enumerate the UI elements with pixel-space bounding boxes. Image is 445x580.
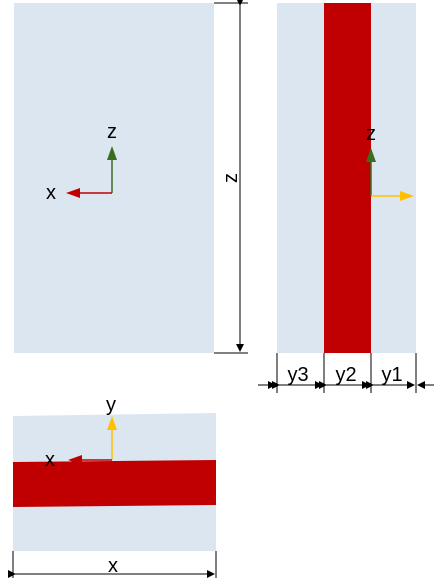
front-z-axis-arrowhead bbox=[107, 146, 117, 160]
front-x-axis-arrowhead bbox=[66, 188, 80, 198]
side-dim-label-y1: y1 bbox=[381, 364, 402, 386]
side-dim-label-y2: y2 bbox=[335, 364, 356, 386]
top-y-axis-arrowhead bbox=[107, 416, 117, 430]
front-view-panel bbox=[14, 3, 214, 353]
front-view: z x z bbox=[14, 0, 248, 354]
top-view: y x x bbox=[8, 394, 217, 578]
height-dim-label: z bbox=[220, 173, 242, 183]
top-x-axis-arrowhead bbox=[68, 455, 82, 465]
side-view: z y3 y2 y1 bbox=[258, 3, 434, 393]
side-dim-label-y3: y3 bbox=[287, 364, 308, 386]
width-dim-label: x bbox=[108, 555, 118, 577]
front-x-axis-label: x bbox=[46, 182, 56, 204]
front-z-axis-label: z bbox=[107, 121, 117, 143]
top-view-band bbox=[13, 460, 216, 507]
side-z-axis-label: z bbox=[366, 123, 376, 145]
side-y-axis-arrowhead bbox=[400, 191, 414, 201]
side-view-band bbox=[324, 3, 371, 353]
side-z-axis-arrowhead bbox=[366, 148, 376, 162]
top-y-axis-label: y bbox=[106, 394, 116, 416]
top-x-axis-label: x bbox=[45, 449, 55, 471]
